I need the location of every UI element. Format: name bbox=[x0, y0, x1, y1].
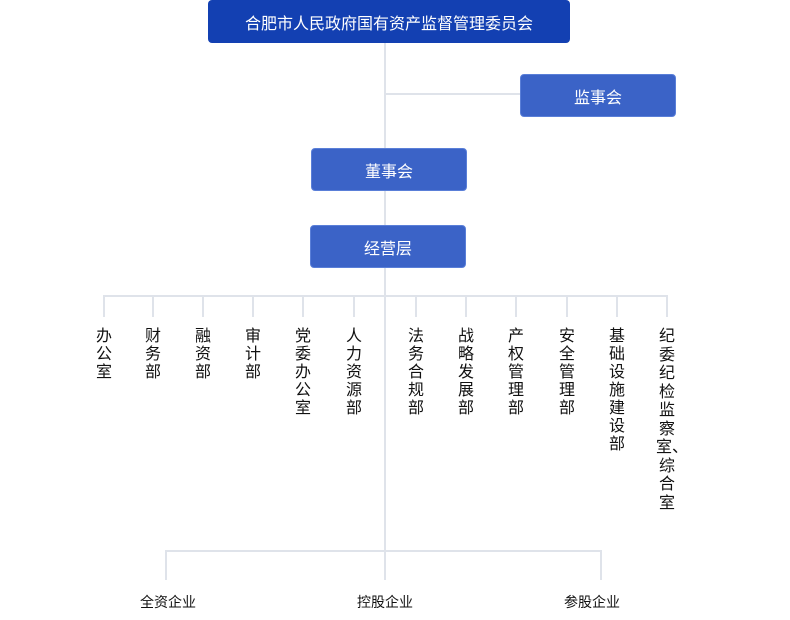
management-box: 经营层 bbox=[310, 225, 466, 268]
enterprise-drop-right bbox=[600, 550, 602, 580]
department-drop-line bbox=[515, 295, 517, 317]
department-drop-line bbox=[152, 295, 154, 317]
department-drop-line bbox=[465, 295, 467, 317]
department-drop-line bbox=[202, 295, 204, 317]
supervisor-branch-line bbox=[385, 93, 521, 95]
department-office: 办公室 bbox=[95, 326, 112, 381]
enterprises-bus-line bbox=[165, 550, 602, 552]
department-audit: 审计部 bbox=[244, 326, 261, 381]
department-drop-line bbox=[616, 295, 618, 317]
sasac-box: 合肥市人民政府国有资产监督管理委员会 bbox=[208, 0, 570, 43]
departments-bus-line bbox=[103, 295, 667, 297]
shareholding-enterprises: 参股企业 bbox=[564, 595, 620, 611]
department-legal-compliance: 法务合规部 bbox=[407, 326, 424, 417]
department-drop-line bbox=[666, 295, 668, 317]
department-safety: 安全管理部 bbox=[558, 326, 575, 417]
department-drop-line bbox=[353, 295, 355, 317]
holding-enterprises: 控股企业 bbox=[357, 595, 413, 611]
department-discipline-inspection: 纪委纪检监察室、综合室 bbox=[656, 326, 689, 512]
supervisory-board-box: 监事会 bbox=[520, 74, 676, 117]
department-drop-line bbox=[566, 295, 568, 317]
department-drop-line bbox=[302, 295, 304, 317]
department-infrastructure: 基础设施建设部 bbox=[608, 326, 625, 453]
department-property-rights: 产权管理部 bbox=[507, 326, 524, 417]
department-party-office: 党委办公室 bbox=[294, 326, 311, 417]
department-hr: 人力资源部 bbox=[345, 326, 362, 417]
wholly-owned-enterprises: 全资企业 bbox=[140, 595, 196, 611]
department-drop-line bbox=[252, 295, 254, 317]
department-drop-line bbox=[415, 295, 417, 317]
board-of-directors-box: 董事会 bbox=[311, 148, 467, 191]
trunk-line bbox=[384, 43, 386, 580]
department-strategy: 战略发展部 bbox=[457, 326, 474, 417]
department-financing: 融资部 bbox=[194, 326, 211, 381]
department-finance: 财务部 bbox=[144, 326, 161, 381]
enterprise-drop-left bbox=[165, 550, 167, 580]
department-drop-line bbox=[103, 295, 105, 317]
